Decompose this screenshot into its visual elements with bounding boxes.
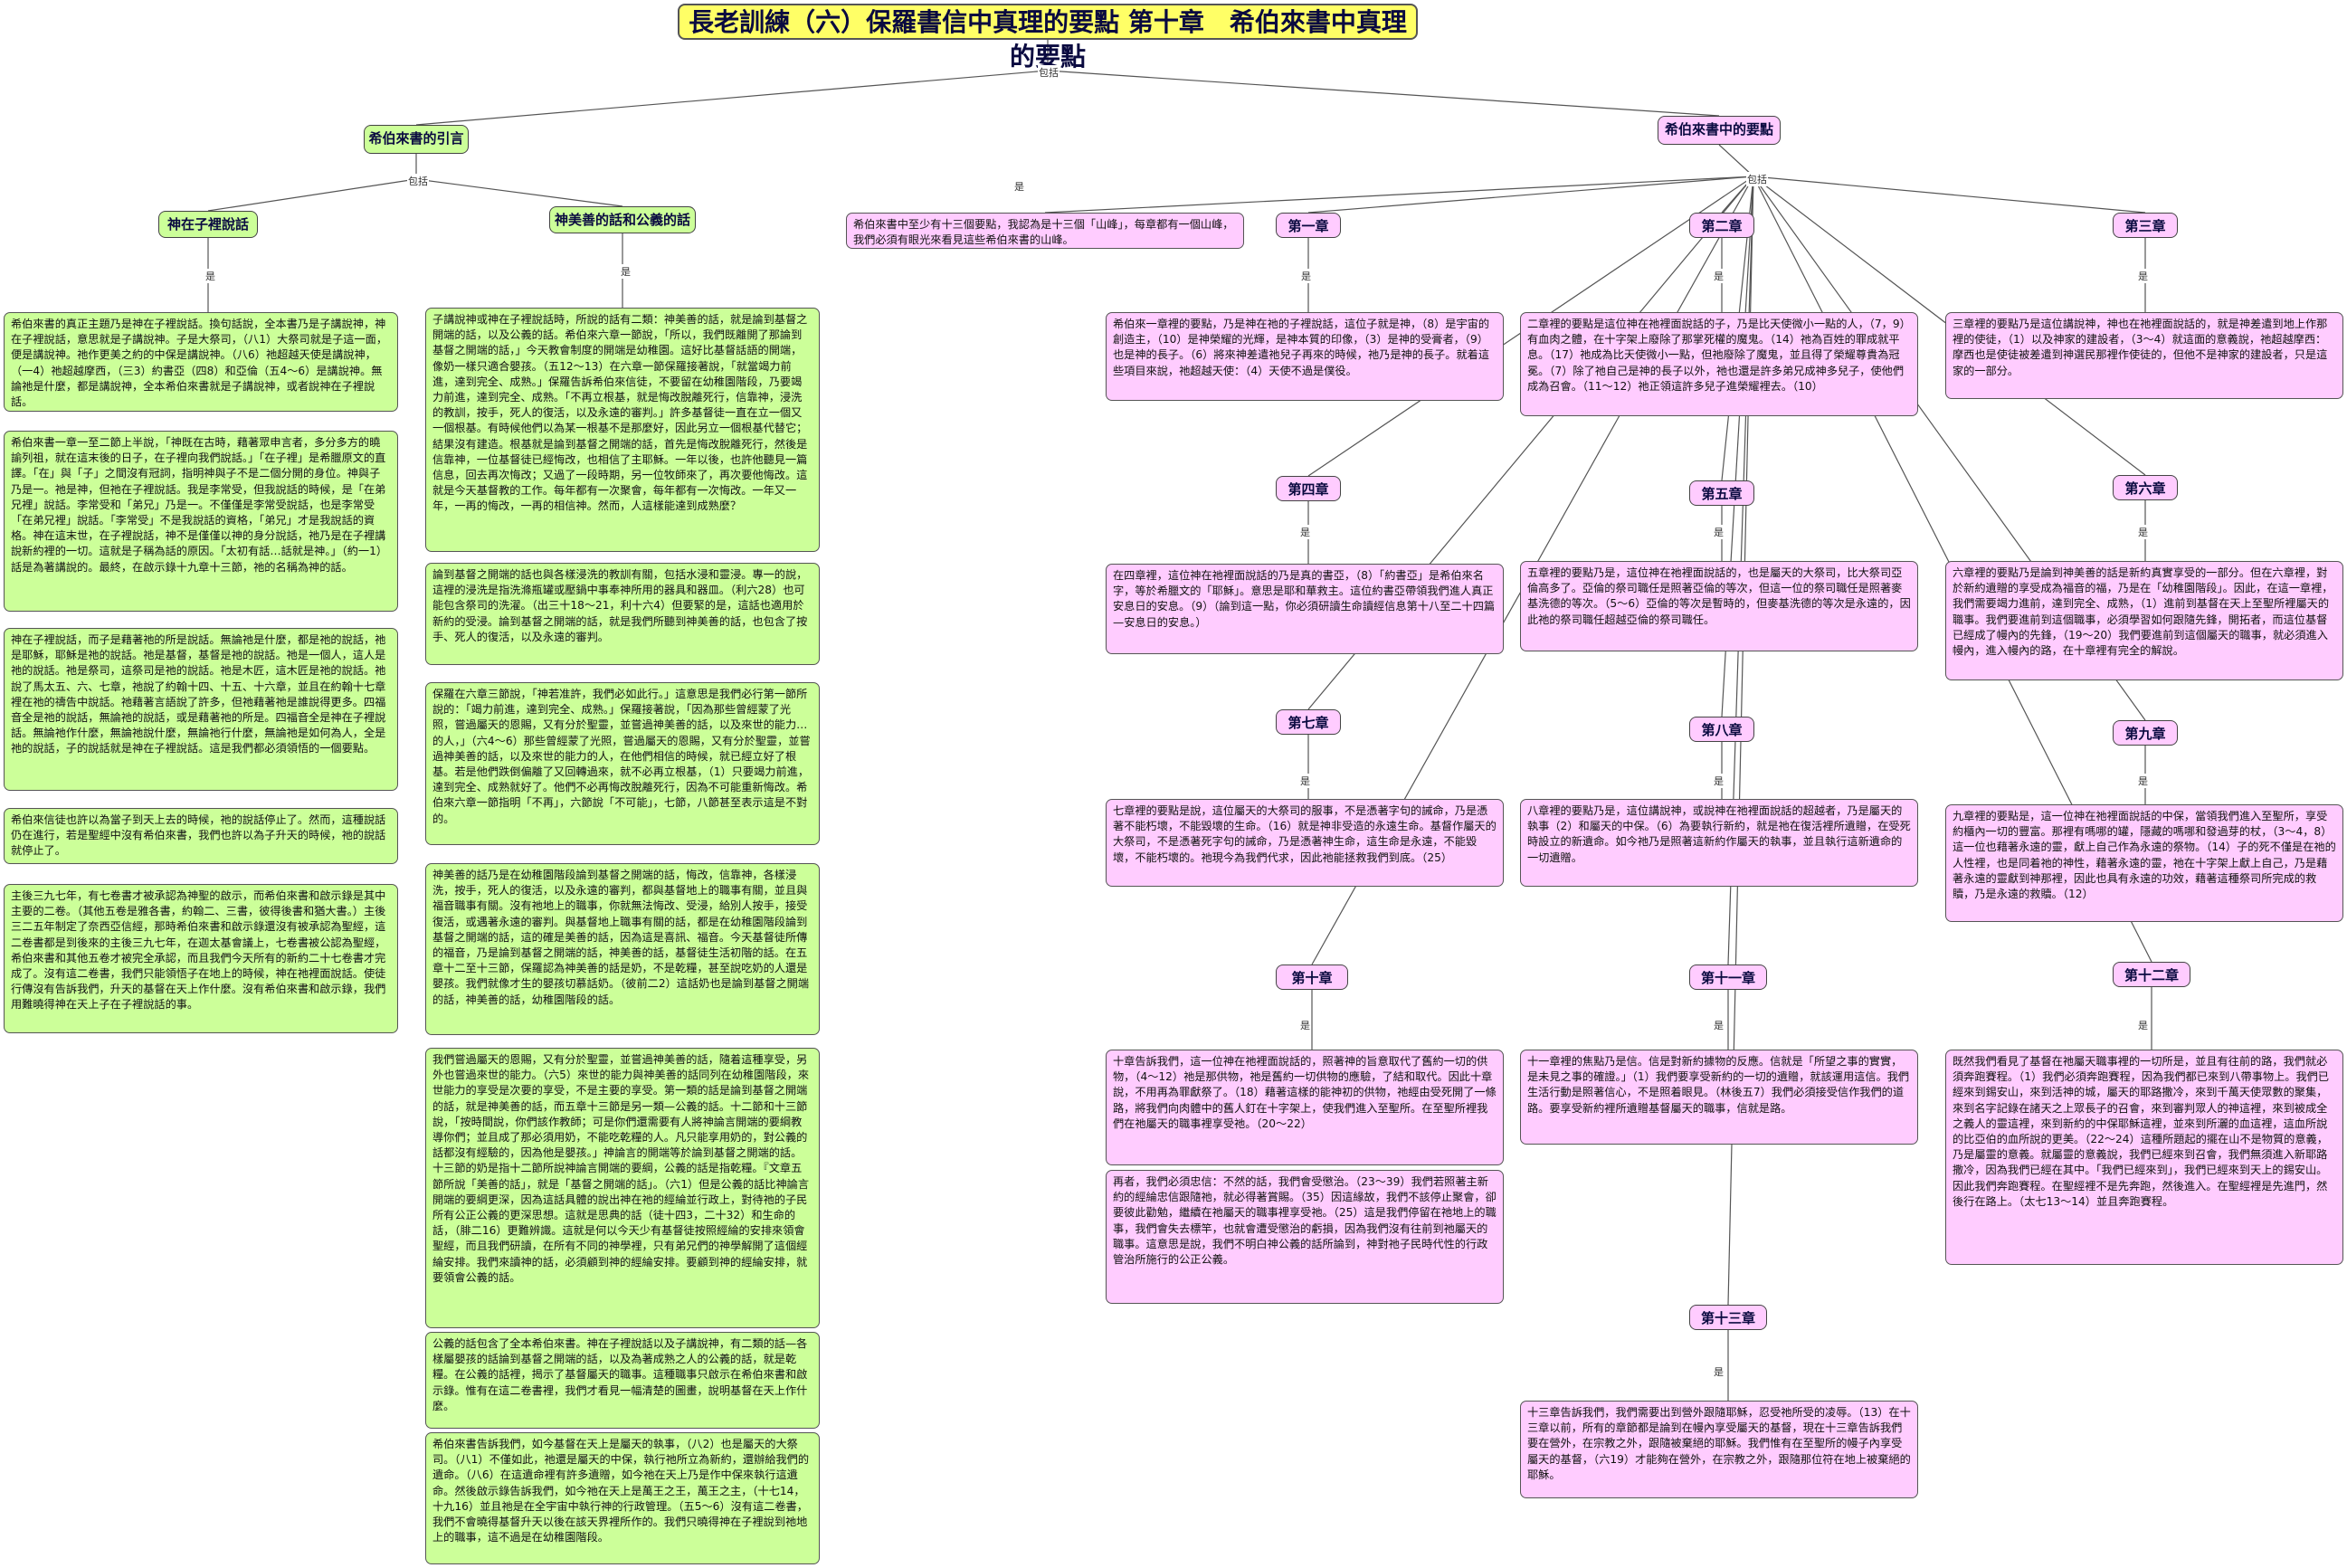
connector-line: [1044, 176, 1754, 214]
edge-label-include: 包括: [1038, 65, 1059, 80]
chapter-13-note: 十三章告訴我們，我們需要出到營外跟隨耶穌，忍受祂所受的凌辱。（13）在十三章以前…: [1520, 1401, 1918, 1498]
page-title: 長老訓練（六）保羅書信中真理的要點 第十章 希伯來書中真理的要點: [678, 4, 1418, 71]
edge-label-is: 是: [1013, 179, 1025, 194]
chapter-11[interactable]: 第十一章: [1689, 965, 1767, 990]
chapter-4[interactable]: 第四章: [1276, 476, 1341, 501]
edge-label-include: 包括: [1746, 172, 1768, 186]
connector-line: [1753, 176, 2146, 214]
note-box: 希伯來書一章一至二節上半說，「神既在古時，藉著眾申言者，多分多方的曉諭列祖，就在…: [4, 431, 398, 612]
edge-label-is: 是: [1713, 1364, 1725, 1379]
edge-label-is: 是: [620, 264, 632, 279]
chapter-4-note: 在四章裡，這位神在祂裡面說話的乃是真的書亞，（8）「約書亞」是希伯來名字，等於希…: [1106, 564, 1504, 654]
connector-line: [207, 178, 417, 212]
edge-label-is: 是: [1713, 1018, 1725, 1032]
note-box: 保羅在六章三節說，「神若准許，我們必如此行。」這意思是我們必行第一節所說的：「竭…: [425, 682, 820, 845]
note-box: 神在子裡說話，而子是藉著祂的所是說話。無論祂是什麼，都是祂的說話，祂是耶穌，耶穌…: [4, 628, 398, 791]
edge-label-is: 是: [2137, 774, 2149, 788]
edge-label-is: 是: [2137, 525, 2149, 539]
chapter-9[interactable]: 第九章: [2113, 720, 2178, 746]
edge-label-is: 是: [1299, 1018, 1311, 1032]
chapter-3[interactable]: 第三章: [2113, 213, 2178, 238]
note-box: 主後三九七年，有七卷書才被承認為神聖的啟示，而希伯來書和啟示錄是其中主要的二卷。…: [4, 884, 398, 1033]
topic-hebrews-intro[interactable]: 希伯來書的引言: [364, 125, 469, 154]
chapter-13[interactable]: 第十三章: [1689, 1305, 1767, 1330]
chapter-2[interactable]: 第二章: [1689, 213, 1754, 238]
connector-line: [1307, 176, 1754, 214]
chapter-10-note: 十章告訴我們，這一位神在祂裡面說話的，照著神的旨意取代了舊約一切的供物，（4～1…: [1106, 1050, 1504, 1165]
connector-line: [1718, 144, 1754, 177]
connector-line: [415, 70, 1049, 126]
chapter-5[interactable]: 第五章: [1689, 480, 1754, 506]
edge-label-is: 是: [1713, 525, 1725, 539]
chapter-9-note: 九章裡的要點是，這一位神在祂裡面說話的中保，當領我們進入至聖所，享受約櫃內一切的…: [1945, 804, 2343, 922]
note-box: 希伯來書的真正主題乃是神在子裡說話。換句話說，全本書乃是子講說神，神在子裡說話，…: [4, 312, 398, 412]
chapter-8[interactable]: 第八章: [1689, 717, 1754, 742]
chapter-5-note: 五章裡的要點乃是，這位神在祂裡面說話的，也是屬天的大祭司，比大祭司亞倫高多了。亞…: [1520, 561, 1918, 651]
note-box: 希伯來信徒也許以為當子到天上去的時候，祂的說話停止了。然而，這種說話仍在進行，若…: [4, 808, 398, 864]
edge-label-is: 是: [1300, 269, 1312, 283]
edge-label-is: 是: [1299, 774, 1311, 788]
edge-label-is: 是: [2137, 1018, 2149, 1032]
topic-good-and-righteous-word[interactable]: 神美善的話和公義的話: [549, 206, 696, 233]
chapter-12[interactable]: 第十二章: [2113, 962, 2190, 987]
chapter-3-note: 三章裡的要點乃是這位講說神，神也在祂裡面說話的，就是神差遣到地上作那裡的使徒，（…: [1945, 312, 2343, 399]
chapter-1[interactable]: 第一章: [1276, 213, 1341, 238]
chapter-6-note: 六章裡的要點乃是論到神美善的話是新約真實享受的一部分。但在六章裡，對於新約遺贈的…: [1945, 561, 2343, 680]
note-box: 我們嘗過屬天的恩賜，又有分於聖靈，並嘗過神美善的話，隨着這種享受，另外也嘗過來世…: [425, 1048, 820, 1328]
note-box: 公義的話包含了全本希伯來書。神在子裡說話以及子講說神，有二類的話—各樣屬嬰孩的話…: [425, 1332, 820, 1429]
note-box: 希伯來書中至少有十三個要點，我認為是十三個「山峰」，每章都有一個山峰，我們必須有…: [846, 213, 1244, 249]
chapter-11-note: 十一章裡的焦點乃是信。信是對新約據物的反應。信就是「所望之事的實實，是未見之事的…: [1520, 1050, 1918, 1145]
chapter-10[interactable]: 第十章: [1276, 965, 1348, 990]
note-box: 神美善的話乃是在幼稚園階段論到基督之開端的話，悔改，信靠神，各樣浸洗，按手，死人…: [425, 863, 820, 1035]
chapter-1-note: 希伯來一章裡的要點，乃是神在祂的子裡說話，這位子就是神，（8）是宇宙的創造主，（…: [1106, 312, 1504, 401]
connector-line: [1047, 70, 1720, 117]
note-box: 子講說神或神在子裡說話時，所說的話有二類：神美善的話，就是論到基督之開端的話，以…: [425, 308, 820, 552]
topic-god-speaking-in-son[interactable]: 神在子裡說話: [158, 211, 258, 238]
chapter-7[interactable]: 第七章: [1276, 709, 1341, 735]
chapter-7-note: 七章裡的要點是說，這位屬天的大祭司的服事，不是憑著字句的誡命，乃是憑著不能朽壞，…: [1106, 799, 1504, 887]
edge-label-is: 是: [2137, 269, 2149, 283]
chapter-8-note: 八章裡的要點乃是，這位講說神，或說神在祂裡面說話的超越者，乃是屬天的執事（2）和…: [1520, 799, 1918, 887]
connector-line: [415, 178, 623, 207]
edge-label-is: 是: [204, 269, 216, 283]
edge-label-is: 是: [1299, 525, 1311, 539]
chapter-10-note-2: 再者，我們必須忠信：不然的話，我們會受懲治。（23～39）我們若照著主新約的經綸…: [1106, 1170, 1504, 1304]
edge-label-is: 是: [1713, 774, 1725, 788]
chapter-6[interactable]: 第六章: [2113, 475, 2178, 500]
edge-label-is: 是: [1713, 269, 1725, 283]
note-box: 希伯來書告訴我們，如今基督在天上是屬天的執事，（八2）也是屬天的大祭司。（八1）…: [425, 1432, 820, 1564]
topic-hebrews-key-points[interactable]: 希伯來書中的要點: [1658, 116, 1781, 145]
chapter-12-note: 既然我們看見了基督在祂屬天職事裡的一切所是，並且有往前的路，我們就必須奔跑賽程。…: [1945, 1050, 2343, 1265]
note-box: 論到基督之開端的話也與各樣浸洗的教訓有關，包括水浸和靈浸。專一的說，這裡的浸洗是…: [425, 563, 820, 665]
chapter-2-note: 二章裡的要點是這位神在祂裡面說話的子，乃是比天使微小一點的人，（7，9）有血肉之…: [1520, 312, 1918, 416]
edge-label-include: 包括: [407, 174, 429, 188]
